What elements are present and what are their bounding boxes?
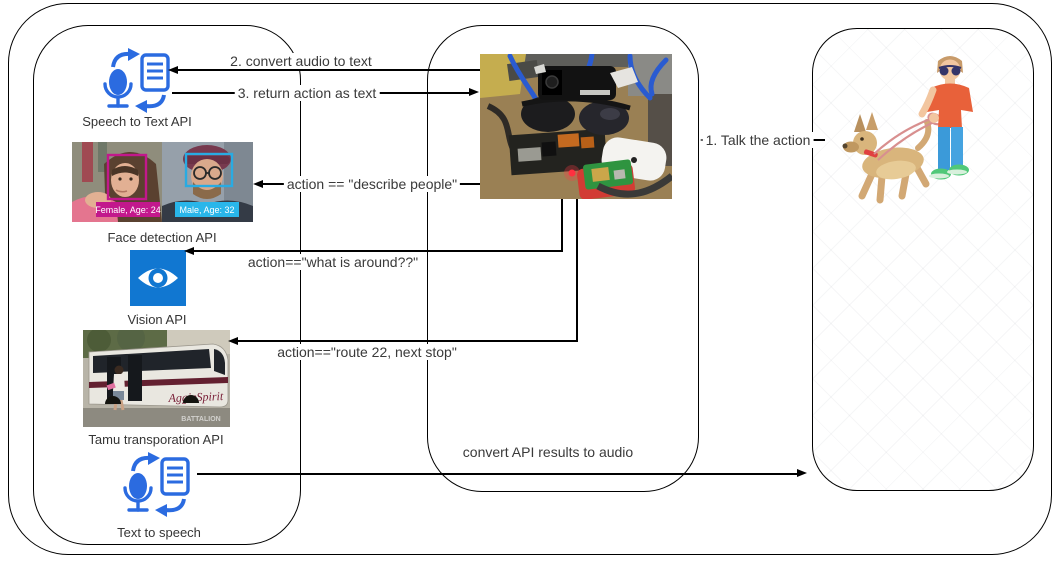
edge-convert-results-line xyxy=(197,473,798,475)
tamu-bus-image: AggieSpirit BATTALION xyxy=(83,330,230,427)
edge-convert-audio-line xyxy=(177,69,480,71)
edge-route22-arrowhead xyxy=(228,337,238,345)
api-group-container xyxy=(33,25,301,545)
edge-return-action-label: 3. return action as text xyxy=(234,85,380,101)
outer-container xyxy=(8,3,1052,555)
face-detection-label: Face detection API xyxy=(107,230,217,245)
edge-convert-results-label: convert API results to audio xyxy=(459,444,637,460)
edge-return-action-arrowhead xyxy=(469,88,479,96)
edge-what-around-arrowhead xyxy=(184,247,194,255)
device-container xyxy=(427,25,699,492)
edge-what-around-vline xyxy=(561,199,563,251)
edge-route22-line xyxy=(237,340,578,342)
vision-api-icon xyxy=(130,250,186,306)
edge-route22-vline xyxy=(576,199,578,341)
edge-convert-audio-arrowhead xyxy=(168,66,178,74)
speech-to-text-icon xyxy=(100,48,178,114)
device-photo xyxy=(480,54,672,199)
text-to-speech-icon xyxy=(120,452,198,518)
vision-api-label: Vision API xyxy=(127,312,187,327)
edge-convert-audio-label: 2. convert audio to text xyxy=(227,53,375,69)
edge-describe-people-arrowhead xyxy=(253,180,263,188)
face-detection-image: Female, Age: 24 Male, Age: 32 xyxy=(72,142,253,222)
edge-talk-action-label: 1. Talk the action xyxy=(702,132,814,148)
speech-to-text-label: Speech to Text API xyxy=(82,114,192,129)
edge-convert-results-arrowhead xyxy=(797,469,807,477)
edge-route22-label: action=="route 22, next stop" xyxy=(274,344,460,360)
tamu-transportation-label: Tamu transporation API xyxy=(88,432,224,447)
edge-what-around-label: action=="what is around??" xyxy=(244,254,422,270)
blind-user-illustration xyxy=(838,48,1008,223)
bus-photo-watermark: BATTALION xyxy=(181,416,220,423)
edge-what-around-line xyxy=(193,250,563,252)
male-detection-tag: Male, Age: 32 xyxy=(179,205,234,215)
female-detection-tag: Female, Age: 24 xyxy=(95,205,161,215)
text-to-speech-label: Text to speech xyxy=(117,525,201,540)
edge-describe-people-label: action == "describe people" xyxy=(283,176,461,192)
